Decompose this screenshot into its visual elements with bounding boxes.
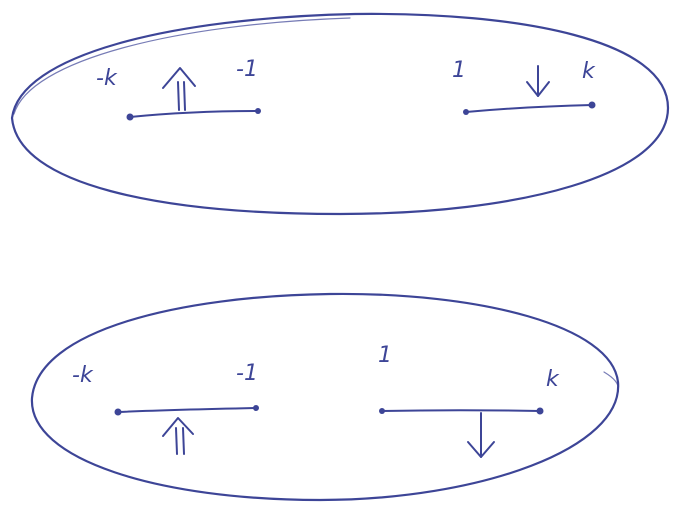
bottom-right-cut xyxy=(381,409,541,412)
top-left-cut-start-dot xyxy=(126,113,134,121)
top-right-cut-end-dot xyxy=(588,101,596,109)
top-label-minus-one: -1 xyxy=(236,57,258,82)
top-contour-overstroke xyxy=(13,17,351,115)
bottom-left-cut-start-dot xyxy=(114,408,122,416)
bottom-label-minus-one: -1 xyxy=(236,361,258,386)
top-right-cut xyxy=(465,104,593,113)
bottom-label-one: 1 xyxy=(378,343,392,368)
top-diagram: -k -1 1 k xyxy=(10,12,670,216)
top-right-cut-start-dot xyxy=(463,109,469,115)
bottom-contour xyxy=(30,292,620,502)
top-label-k: k xyxy=(582,59,596,84)
bottom-label-k: k xyxy=(546,367,560,392)
top-left-cut-end-dot xyxy=(255,108,261,114)
top-label-minus-k: -k xyxy=(96,66,118,91)
bottom-contour-overstroke xyxy=(603,371,619,393)
bottom-label-minus-k: -k xyxy=(72,363,94,388)
bottom-arrow-down-icon xyxy=(467,412,495,458)
top-label-one: 1 xyxy=(452,58,466,83)
top-contour xyxy=(10,12,670,216)
top-arrow-down-icon xyxy=(526,65,550,97)
bottom-right-cut-end-dot xyxy=(536,407,544,415)
top-left-cut xyxy=(129,110,259,118)
top-double-arrow-up-icon xyxy=(162,67,196,111)
bottom-left-cut xyxy=(117,407,257,413)
bottom-diagram: -k -1 1 k xyxy=(30,292,620,502)
bottom-right-cut-start-dot xyxy=(379,408,385,414)
bottom-double-arrow-up-icon xyxy=(162,417,194,455)
bottom-left-cut-end-dot xyxy=(253,405,259,411)
